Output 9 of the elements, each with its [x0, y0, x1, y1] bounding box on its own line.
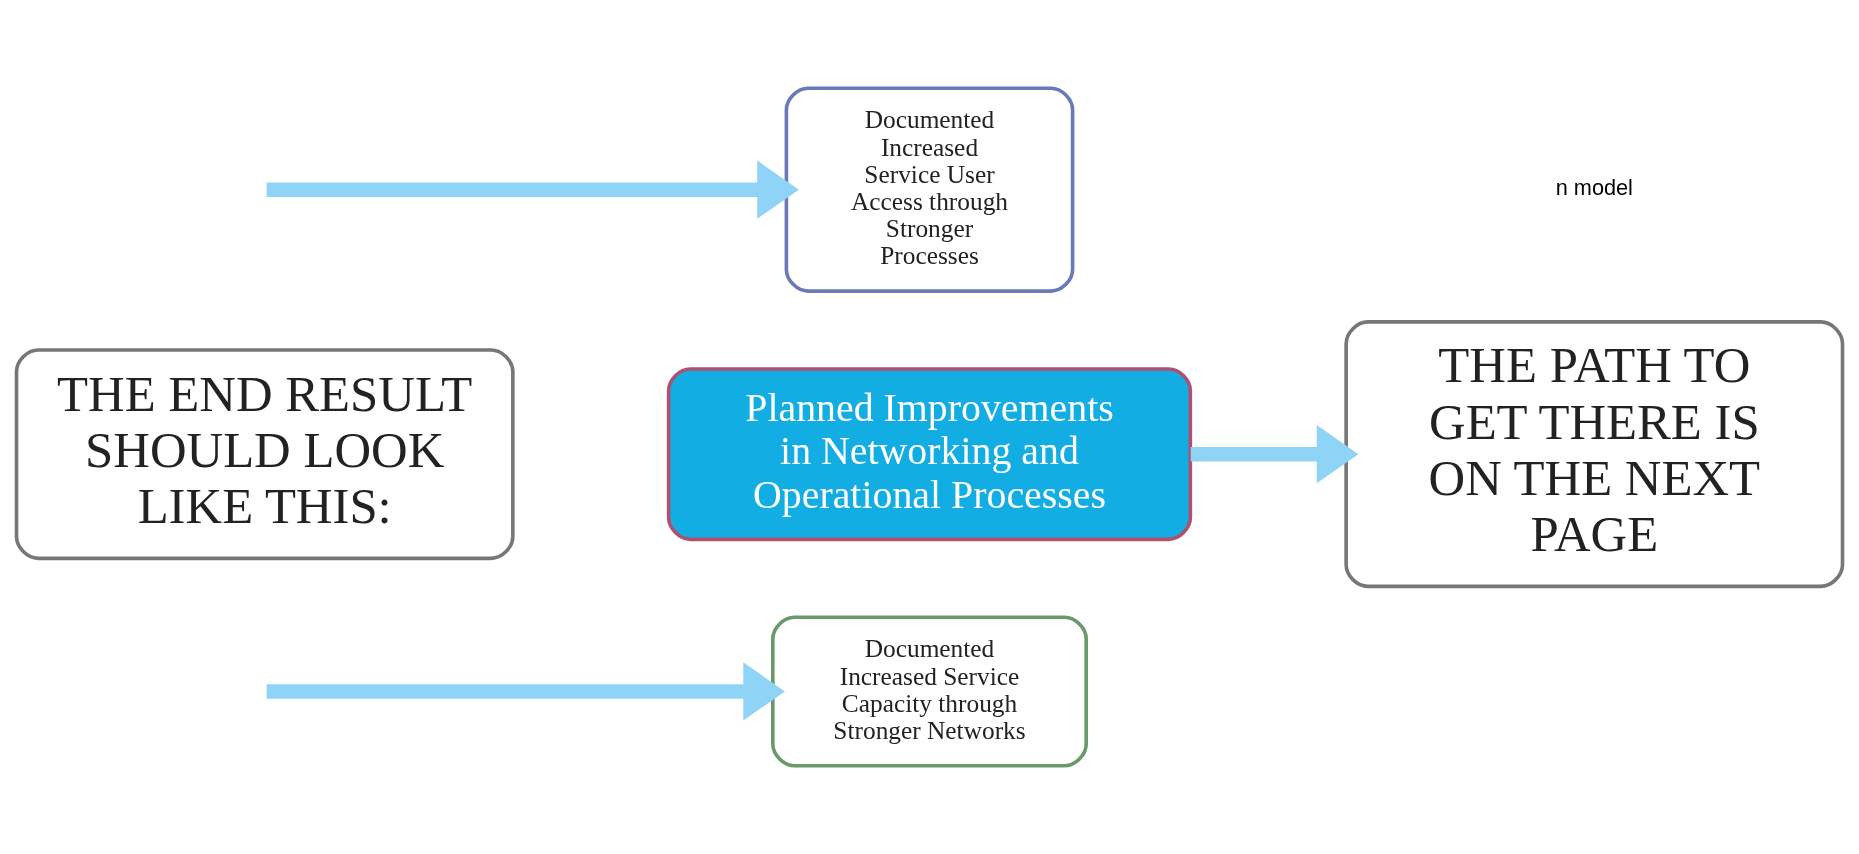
arrow [1190, 425, 1359, 484]
node-box: THE PATH TO GET THERE IS ON THE NEXT PAGE [1344, 320, 1845, 589]
label: n model [1555, 175, 1633, 201]
node-box: Documented Increased Service User Access through Stronger Processes [784, 86, 1075, 293]
node-box: THE END RESULT SHOULD LOOK LIKE THIS: [14, 348, 515, 561]
arrow [266, 160, 799, 219]
node-box: Documented Increased Service Capacity through Stronger Networks [771, 615, 1088, 768]
node-box: Planned Improvements in Networking and Operational Processes [666, 367, 1193, 542]
arrow [266, 662, 785, 721]
